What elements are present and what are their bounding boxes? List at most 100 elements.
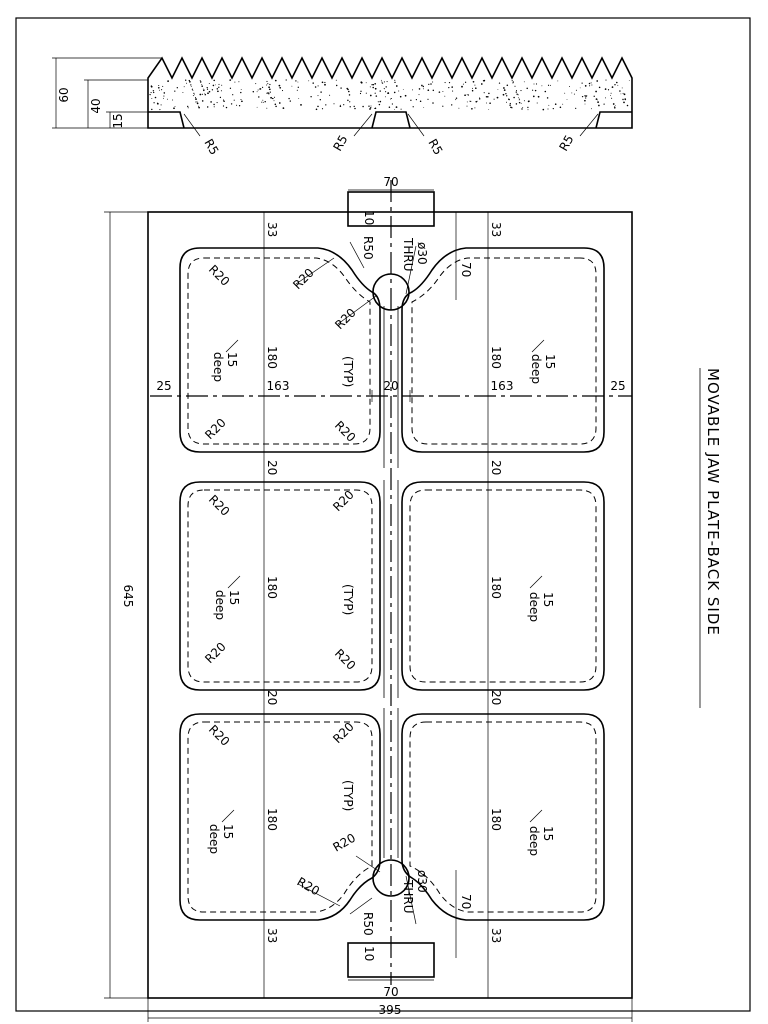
- texture-dot: [466, 94, 468, 96]
- texture-dot: [418, 94, 420, 96]
- texture-dot: [188, 79, 190, 82]
- texture-dot: [192, 90, 194, 92]
- dim-slot-offset-bottom: 10: [362, 946, 376, 961]
- texture-dot: [427, 98, 429, 100]
- texture-dot: [163, 95, 165, 97]
- texture-dot: [432, 102, 434, 104]
- texture-dot: [218, 83, 220, 85]
- texture-dot: [278, 84, 281, 87]
- hole-top-slot-dim: 70: [459, 262, 473, 277]
- texture-dot: [240, 91, 242, 94]
- texture-dot: [533, 83, 535, 85]
- texture-dot: [300, 104, 302, 106]
- texture-dot: [360, 90, 362, 92]
- texture-dot: [208, 83, 210, 84]
- texture-dot: [412, 89, 414, 91]
- texture-dot: [566, 99, 568, 100]
- texture-dot: [257, 89, 259, 91]
- texture-dot: [442, 91, 444, 92]
- texture-dot: [590, 108, 592, 110]
- web-gap-1-left: 20: [265, 460, 279, 475]
- texture-dot: [291, 85, 293, 87]
- texture-dot: [199, 81, 202, 83]
- texture-dot: [176, 87, 178, 89]
- texture-dot: [324, 83, 326, 86]
- r20-label-13: R20: [295, 874, 322, 898]
- texture-dot: [482, 80, 485, 82]
- texture-dot: [266, 92, 268, 94]
- texture-dot: [267, 92, 269, 94]
- texture-dot: [238, 81, 240, 83]
- texture-dot: [219, 96, 222, 99]
- pocket-height-1-left: 180: [265, 346, 279, 369]
- texture-dot: [206, 88, 209, 90]
- hole-bottom-note: THRU: [401, 879, 415, 913]
- texture-dot: [266, 80, 268, 83]
- texture-dot: [614, 84, 616, 86]
- texture-dot: [264, 100, 266, 103]
- texture-dot: [480, 83, 483, 85]
- texture-dot: [321, 81, 324, 84]
- texture-dot: [201, 93, 203, 95]
- texture-dot: [159, 109, 161, 111]
- texture-dot: [399, 95, 402, 98]
- texture-dot: [206, 106, 209, 108]
- texture-dot: [512, 81, 515, 83]
- texture-dot: [386, 81, 388, 83]
- texture-dot: [354, 107, 356, 110]
- pocket-height-2-right: 180: [489, 576, 503, 599]
- texture-dot: [542, 108, 545, 111]
- radius-label-1: R5: [201, 137, 221, 158]
- texture-dot: [464, 94, 466, 97]
- texture-dot: [415, 99, 417, 101]
- side-margin-right: 25: [610, 379, 625, 393]
- texture-dot: [206, 86, 208, 89]
- texture-dot: [269, 91, 271, 93]
- radius-label-3: R5: [425, 137, 445, 158]
- texture-dot: [343, 104, 345, 106]
- pocket-left-3: [179, 713, 381, 921]
- texture-dot: [534, 89, 537, 92]
- texture-dot: [554, 103, 557, 105]
- texture-dot: [381, 81, 383, 83]
- texture-dot: [402, 88, 404, 90]
- texture-dot: [174, 105, 176, 107]
- texture-dot: [605, 79, 607, 81]
- texture-dot: [196, 102, 199, 105]
- texture-dot: [261, 101, 263, 103]
- radius-label-2: R5: [330, 133, 350, 154]
- texture-dot: [585, 97, 587, 99]
- texture-dot: [288, 97, 290, 100]
- texture-dot: [395, 85, 398, 87]
- texture-dot: [598, 104, 600, 107]
- texture-dot: [412, 106, 414, 108]
- side-margin-left: 25: [156, 379, 171, 393]
- texture-dot: [390, 98, 392, 100]
- texture-dot: [381, 82, 384, 84]
- texture-dot: [194, 97, 197, 99]
- texture-dot: [378, 103, 381, 106]
- texture-dot: [466, 101, 468, 103]
- texture-dot: [510, 106, 512, 108]
- texture-dot: [183, 86, 185, 88]
- texture-dot: [308, 80, 310, 82]
- texture-dot: [157, 86, 160, 89]
- texture-dot: [158, 89, 160, 91]
- texture-dot: [517, 97, 519, 99]
- texture-dot: [216, 88, 219, 90]
- texture-dot: [466, 105, 468, 107]
- texture-dot: [493, 98, 495, 100]
- r20-label-3: R20: [332, 306, 359, 333]
- texture-dot: [192, 95, 194, 97]
- texture-dot: [202, 88, 204, 90]
- texture-dot: [201, 85, 203, 87]
- texture-dot: [581, 95, 584, 98]
- texture-dot: [369, 107, 372, 109]
- texture-dot: [295, 80, 297, 82]
- texture-dot: [395, 106, 398, 108]
- texture-dot: [150, 85, 153, 88]
- texture-dot: [210, 101, 212, 103]
- concrete-texture: [149, 79, 630, 111]
- texture-dot: [198, 106, 200, 109]
- texture-dot: [444, 82, 446, 84]
